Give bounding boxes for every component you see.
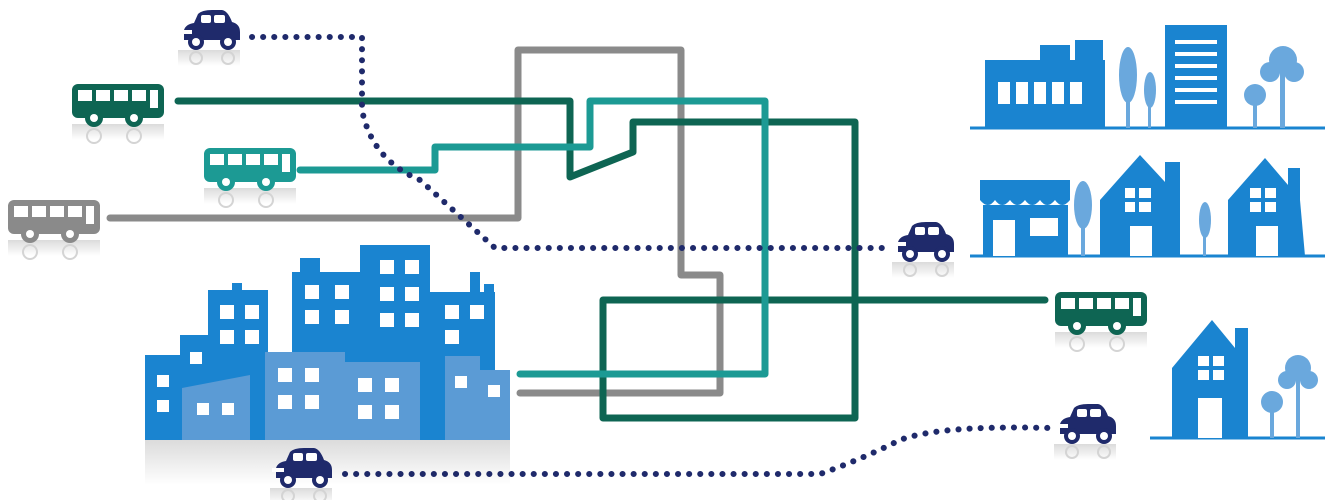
tree-icon <box>1244 46 1304 128</box>
car-icon <box>892 222 954 278</box>
bus-icon <box>1055 292 1147 351</box>
house-icon <box>1228 158 1305 256</box>
office-building-icon <box>985 40 1105 128</box>
office-tower-icon <box>1165 25 1227 128</box>
bus-icon <box>8 200 100 259</box>
tree-icon <box>1261 355 1318 438</box>
house-icon <box>1172 320 1248 438</box>
bus-icon <box>204 148 296 207</box>
suburb-row <box>1150 320 1325 438</box>
shop-icon <box>980 180 1070 256</box>
tree-icon <box>1074 181 1092 256</box>
bus-icon <box>72 84 164 143</box>
tree-icon <box>1199 202 1211 256</box>
car-icon <box>178 10 240 66</box>
tree-icon <box>1119 47 1156 128</box>
city-skyline-icon <box>145 245 510 485</box>
office-buildings-row <box>970 25 1325 128</box>
houses-row <box>970 155 1325 256</box>
car-icon <box>1054 404 1116 460</box>
house-icon <box>1100 155 1180 256</box>
